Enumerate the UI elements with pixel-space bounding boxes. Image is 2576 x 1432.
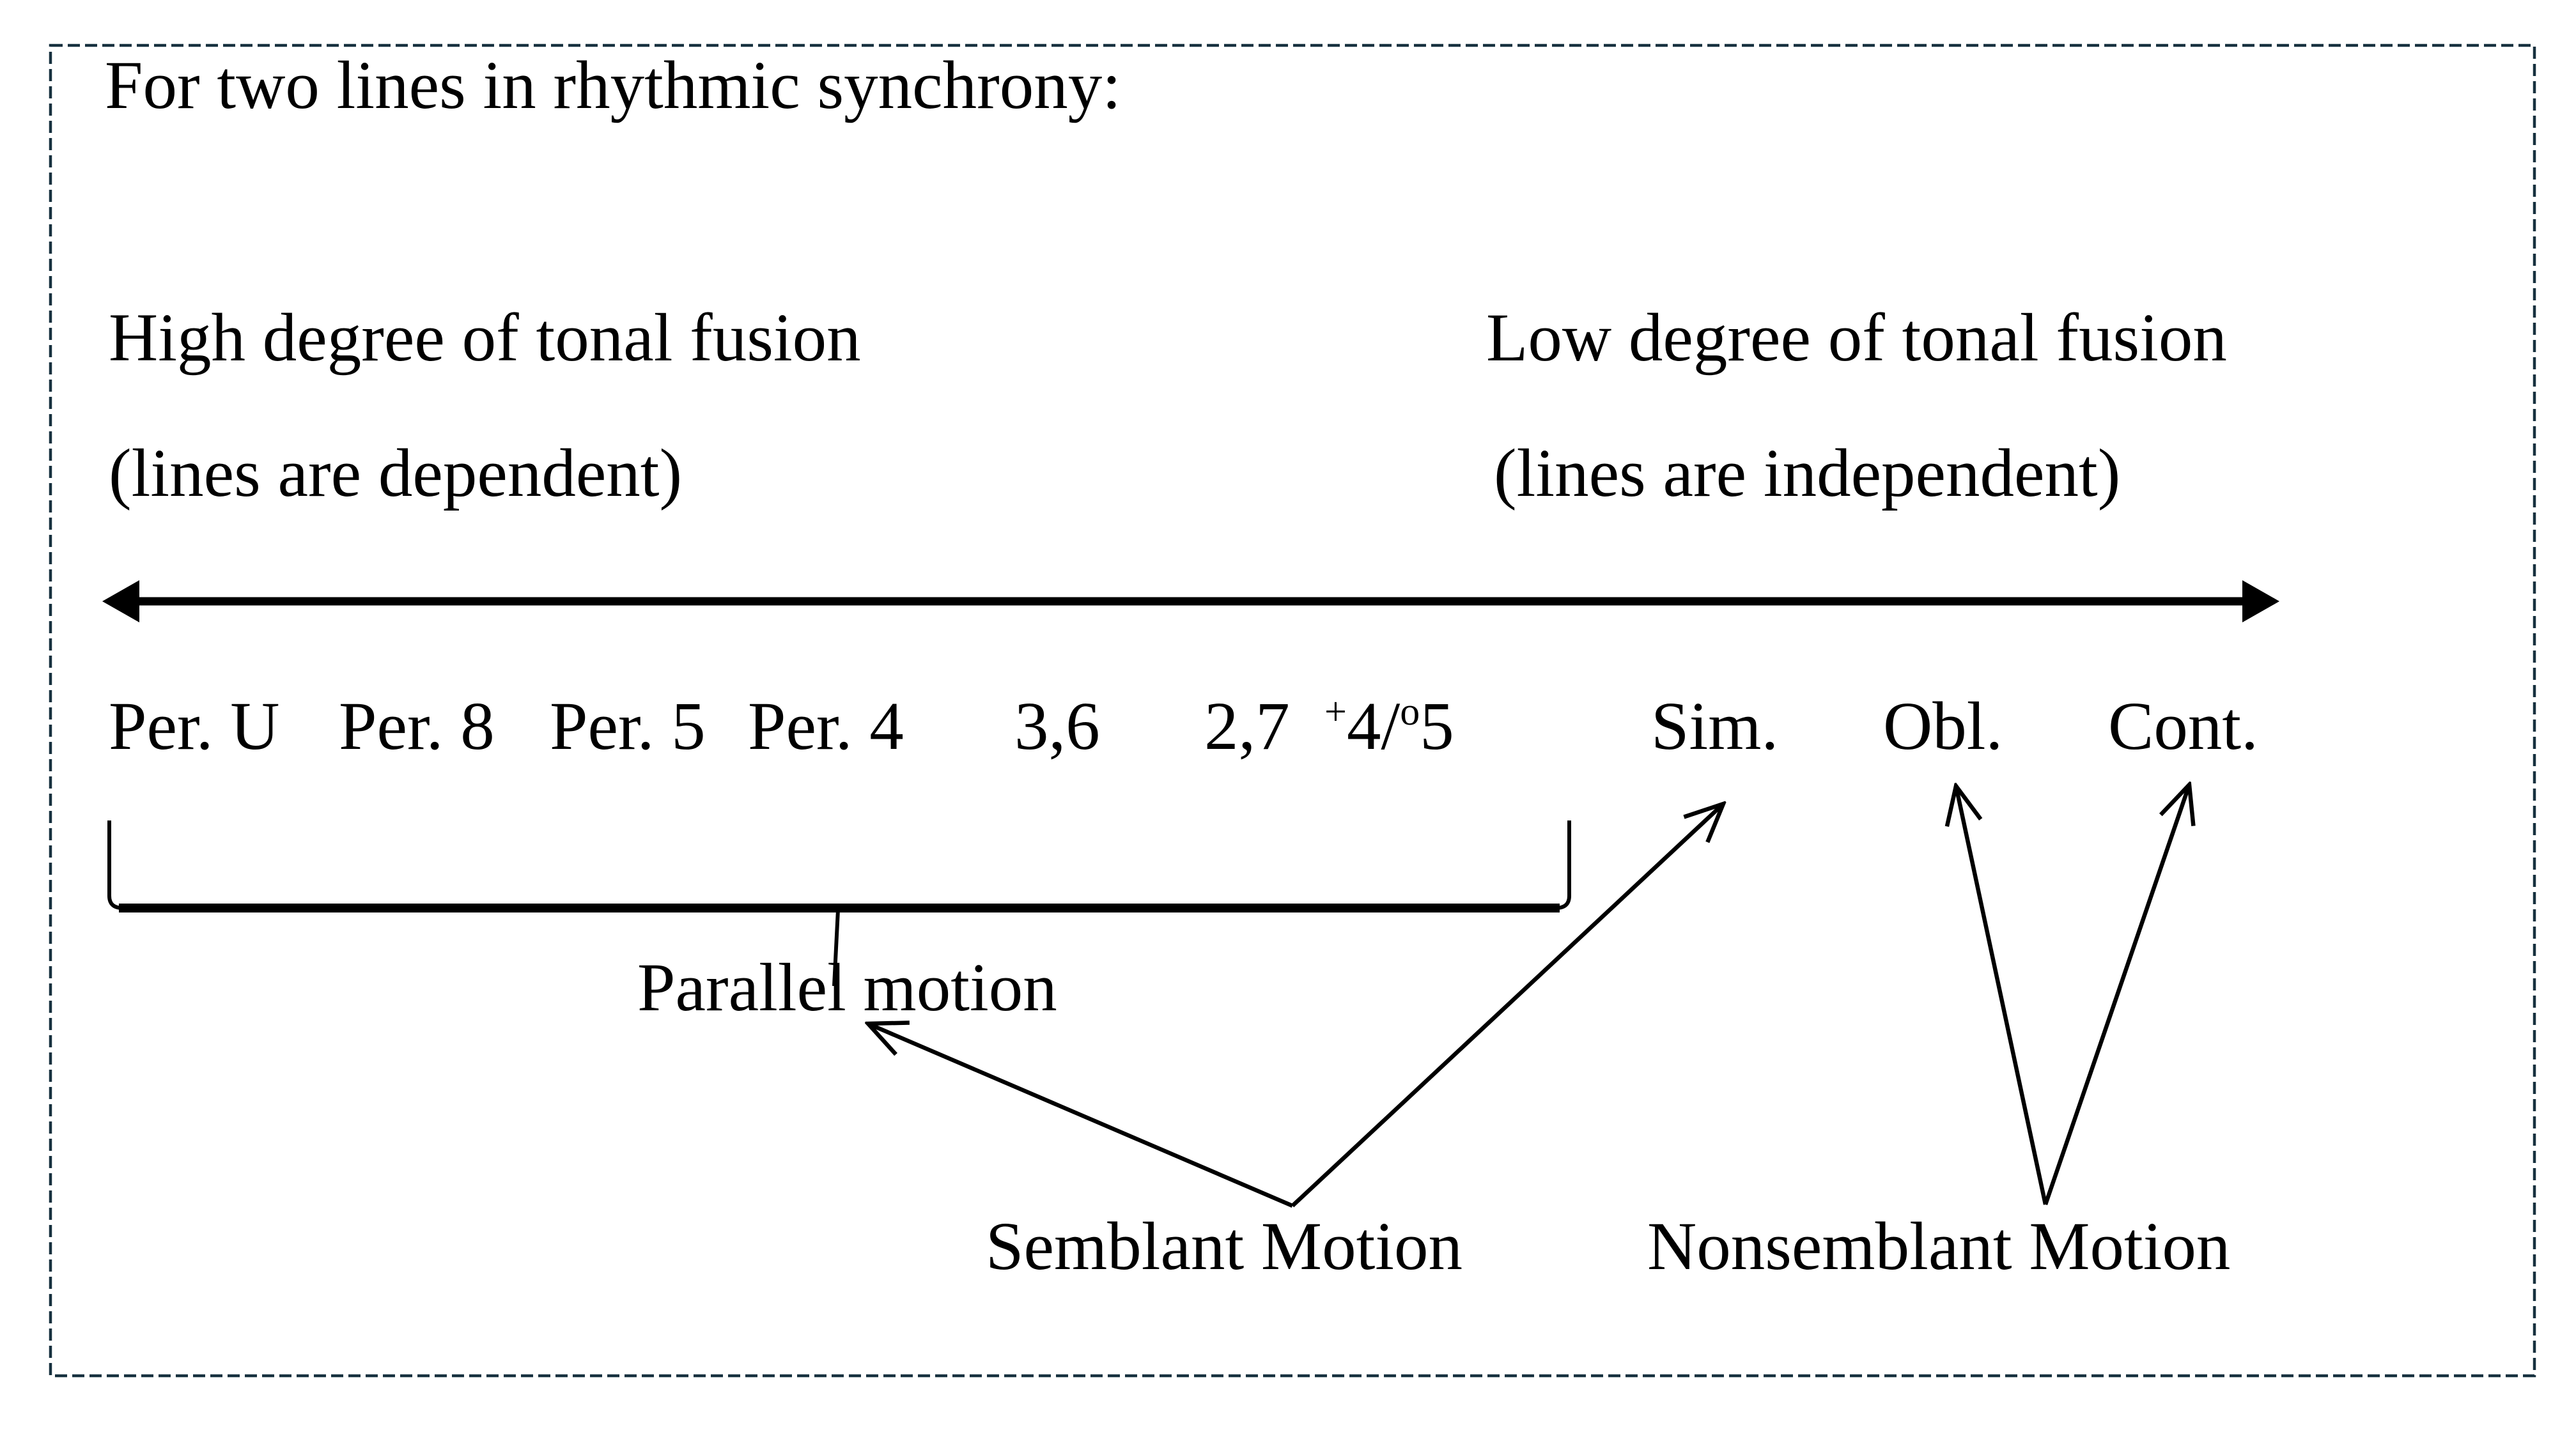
high-fusion-label: High degree of tonal fusion — [109, 300, 861, 376]
motion-label-obl: Obl. — [1883, 689, 2003, 764]
tritone-body: 4/ — [1346, 689, 1401, 764]
interval-bracket-center-tick — [832, 909, 840, 987]
tritone-tail: 5 — [1420, 689, 1454, 764]
interval-label-seconds-sevenths: 2,7 — [1204, 689, 1290, 764]
interval-label-per-8: Per. 8 — [339, 689, 495, 764]
interval-bracket — [107, 820, 1571, 987]
tritone-dim-sign: o — [1400, 690, 1420, 734]
lines-independent-label: (lines are independent) — [1494, 436, 2121, 511]
fusion-axis-arrow — [102, 580, 2279, 622]
interval-label-thirds-sixths: 3,6 — [1014, 689, 1100, 764]
motion-label-sim: Sim. — [1651, 689, 1779, 764]
arrow-semblant-to-sim — [1291, 804, 1723, 1208]
interval-label-per-4: Per. 4 — [748, 689, 904, 764]
nonsemblant-motion-label: Nonsemblant Motion — [1647, 1209, 2231, 1284]
tritone-aug-sign: + — [1324, 690, 1347, 734]
arrow-nonsemblant-to-cont — [2043, 785, 2189, 1206]
axis-right-arrowhead-icon — [2242, 580, 2279, 622]
semblant-motion-label: Semblant Motion — [986, 1209, 1463, 1284]
arrow-nonsemblant-to-obl — [1956, 786, 2048, 1205]
dashed-frame-border — [49, 43, 2536, 1378]
interval-bracket-outline — [107, 820, 1571, 910]
lines-dependent-label: (lines are dependent) — [109, 436, 683, 511]
axis-left-arrowhead-icon — [102, 580, 139, 622]
diagram-title: For two lines in rhythmic synchrony: — [105, 48, 1122, 123]
motion-label-cont: Cont. — [2108, 689, 2258, 764]
interval-label-tritone: +4/o5 — [1324, 690, 1454, 761]
interval-label-per-5: Per. 5 — [550, 689, 706, 764]
low-fusion-label: Low degree of tonal fusion — [1486, 300, 2227, 376]
interval-label-per-u: Per. U — [109, 689, 280, 764]
arrow-semblant-to-parallel — [868, 1024, 1294, 1208]
parallel-motion-label: Parallel motion — [637, 950, 1057, 1026]
